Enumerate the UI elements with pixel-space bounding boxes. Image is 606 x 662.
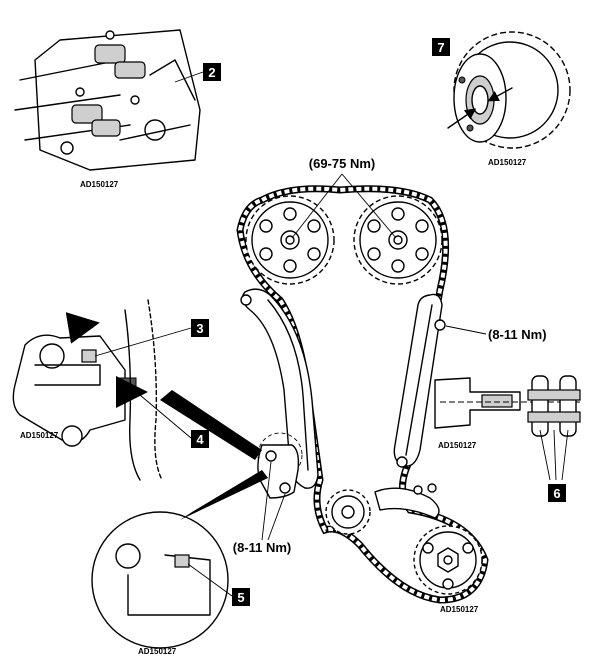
callout-2: 2 xyxy=(208,65,215,80)
callout-4: 4 xyxy=(196,432,204,447)
cam-sprocket-left xyxy=(245,195,335,285)
cam-sprocket-right xyxy=(353,195,443,285)
callout-5: 5 xyxy=(237,590,244,605)
image-code-mid-right: AD150127 xyxy=(438,441,477,450)
torque-tensioner-bolts: (8-11 Nm) xyxy=(233,540,292,555)
inset-tensioner-detail: 3 4 AD150127 xyxy=(12,299,262,481)
callout-6-badge: 6 xyxy=(548,484,566,502)
image-code-top-left: AD150127 xyxy=(80,180,119,189)
torque-cam-bolts: (69-75 Nm) xyxy=(309,156,375,171)
image-code-top-right: AD150127 xyxy=(488,158,527,167)
guide-rail xyxy=(393,293,446,468)
torque-guide-bolt: (8-11 Nm) xyxy=(488,327,547,342)
callout-3-badge: 3 xyxy=(191,319,209,337)
callout-7: 7 xyxy=(437,40,444,55)
inset-vvt-sprocket: 7 AD150127 xyxy=(432,31,571,167)
callout-5-badge: 5 xyxy=(232,588,250,606)
callout-6: 6 xyxy=(553,486,560,501)
lower-idler xyxy=(325,483,440,535)
callout-4-badge: 4 xyxy=(191,430,209,448)
crank-sprocket xyxy=(413,525,483,595)
image-code-bottom-left: AD150127 xyxy=(138,647,177,656)
timing-chain-main: (69-75 Nm) (8-11 Nm) xyxy=(233,156,547,614)
inset-chain-links: 6 AD150127 xyxy=(434,375,581,502)
inset-camshaft-caps: 2 AD150127 xyxy=(14,29,221,189)
inset-tensioner-lock: 5 AD150127 xyxy=(91,470,268,656)
callout-7-badge: 7 xyxy=(432,38,450,56)
image-code-mid-left: AD150127 xyxy=(20,431,59,440)
callout-3: 3 xyxy=(196,321,203,336)
callout-2-badge: 2 xyxy=(203,63,221,81)
image-code-bottom-center: AD150127 xyxy=(440,605,479,614)
tensioner-rail xyxy=(240,288,319,489)
